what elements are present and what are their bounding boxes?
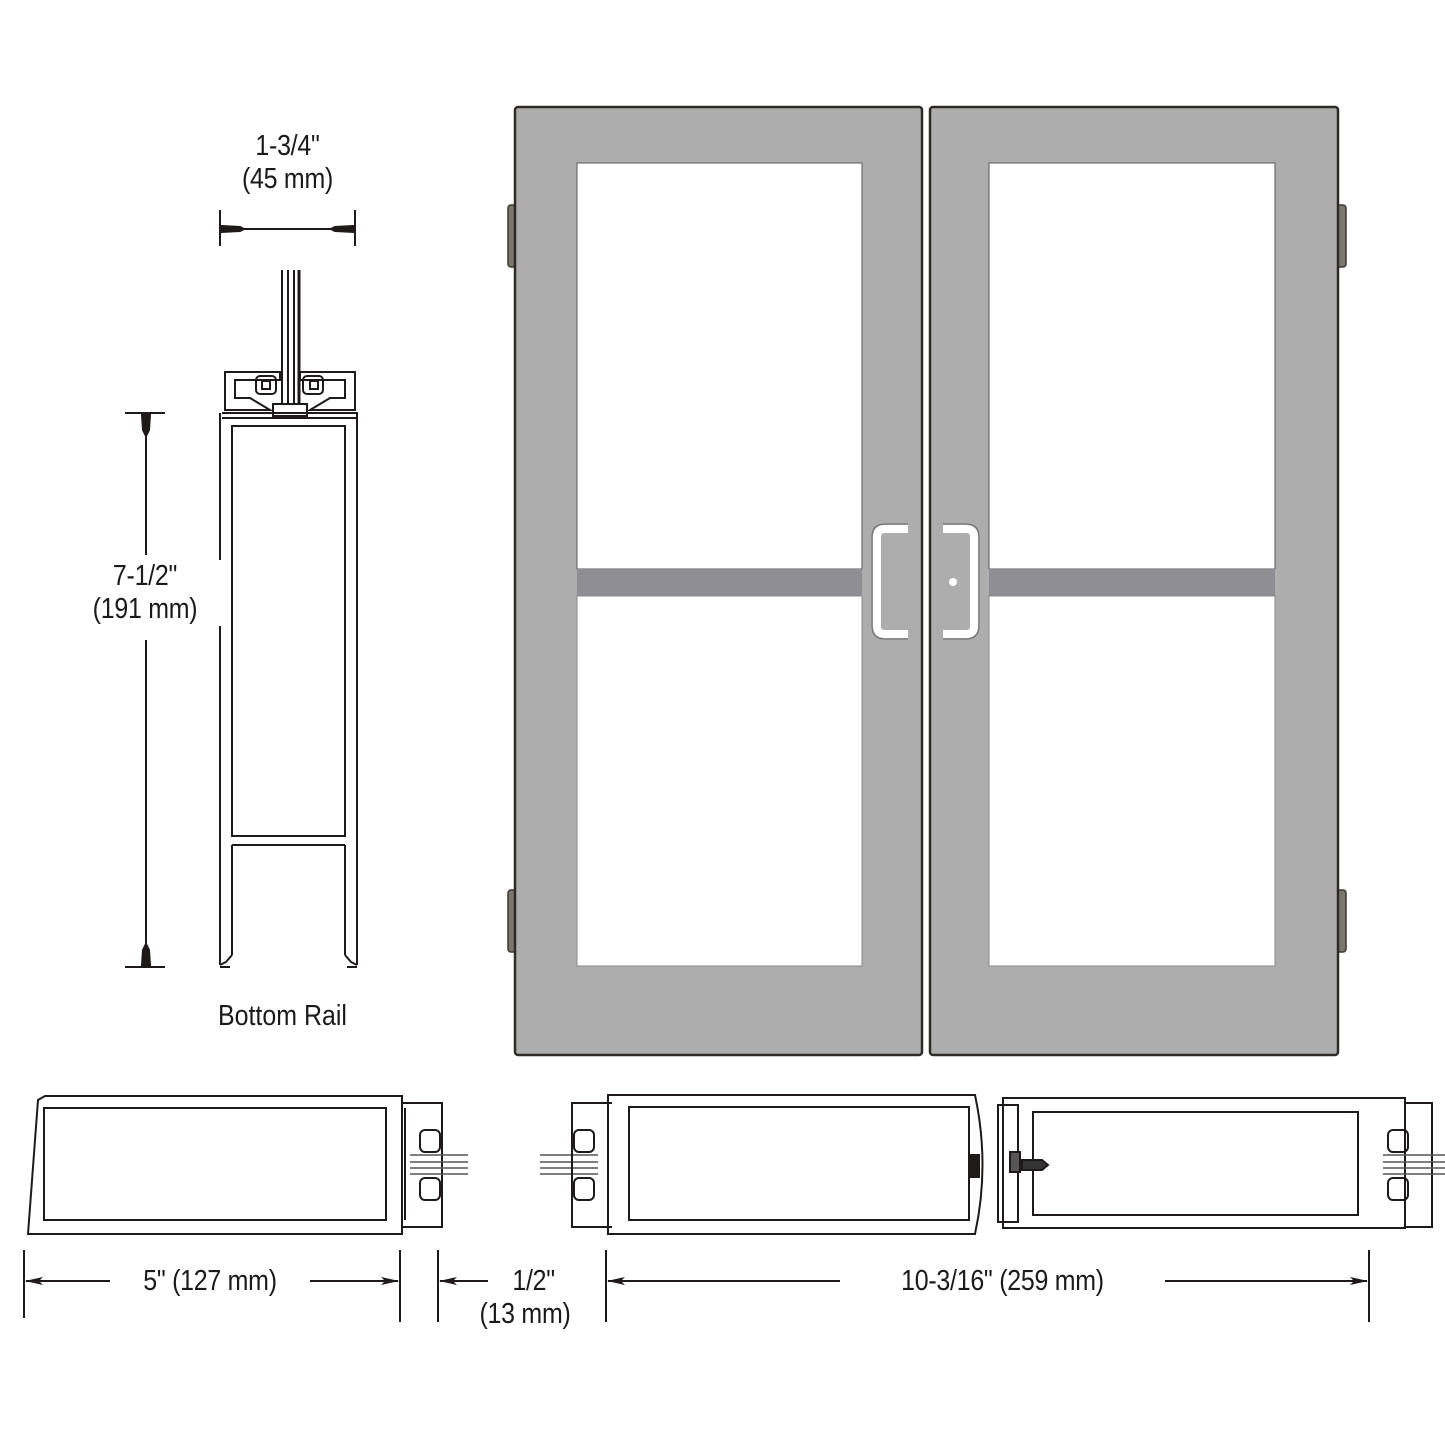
upper-glass-pane (576, 162, 863, 570)
bottom-rail-caption: Bottom Rail (218, 1000, 347, 1032)
width-dimension-line (219, 210, 356, 246)
pull-handle-icon (873, 525, 908, 638)
mid-rail (577, 569, 862, 596)
width-dimension-label: 1-3/4" (45 mm) (212, 130, 363, 196)
stile-dimension-label: 5" (127 mm) (143, 1265, 277, 1297)
door-elevation (507, 105, 1347, 1057)
glass-edge (410, 1154, 468, 1175)
upper-glass-pane (988, 162, 1276, 570)
height-dimension-imperial: 7-1/2" (112, 560, 178, 592)
lock-cylinder-icon (949, 578, 957, 586)
mid-rail (989, 569, 1275, 596)
height-dimension-line (125, 412, 165, 968)
rail-body (219, 413, 358, 968)
right-door-leaf (928, 105, 1340, 1057)
lower-glass-pane (988, 595, 1276, 967)
plan-section-stile (26, 1095, 468, 1235)
width-dimension-metric: (45 mm) (241, 163, 334, 195)
left-door-leaf (513, 105, 924, 1057)
glass-lites (281, 270, 301, 405)
plan-dimension-lines (23, 1250, 1370, 1322)
gap-dimension-label: 1/2" (13 mm) (465, 1265, 585, 1331)
plan-section-meeting-stiles (540, 1094, 1445, 1235)
height-dimension-label: 7-1/2" (191 mm) (67, 560, 223, 626)
gap-dimension-imperial: 1/2" (512, 1265, 555, 1297)
height-dimension-metric: (191 mm) (92, 593, 198, 625)
bottom-rail-section (125, 210, 358, 968)
pull-handle-icon (943, 525, 978, 638)
gap-dimension-metric: (13 mm) (479, 1298, 571, 1330)
lower-glass-pane (576, 595, 863, 967)
width-dimension-imperial: 1-3/4" (255, 130, 320, 162)
glazing-pocket (222, 371, 358, 419)
meeting-stile-dimension-label: 10-3/16" (259 mm) (901, 1265, 1104, 1297)
